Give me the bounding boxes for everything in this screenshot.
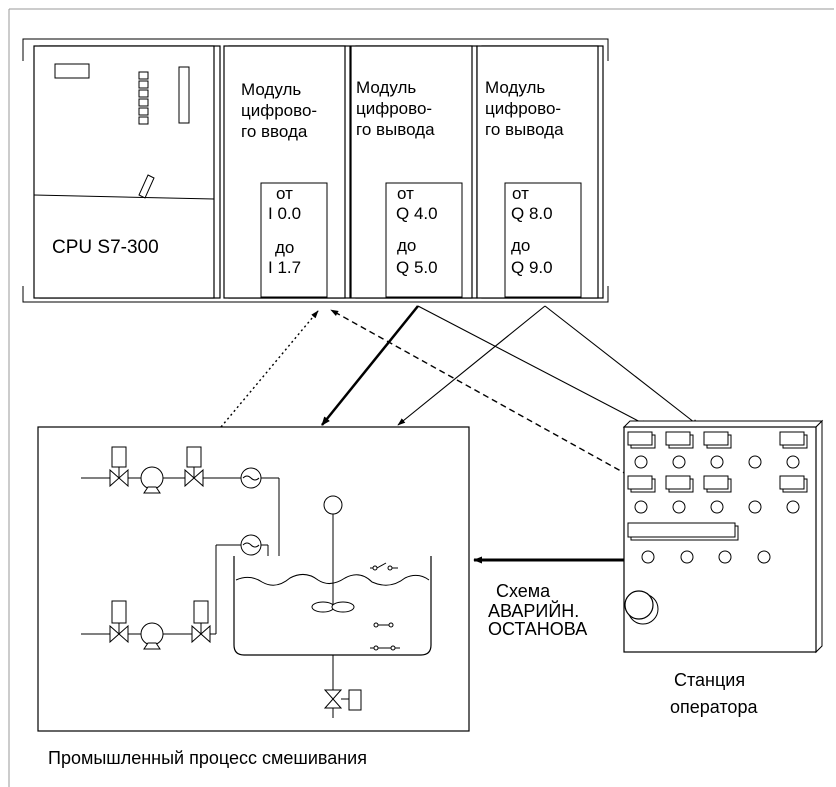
emergency-stop-label-line: АВАРИЙН. [488, 600, 579, 621]
digital-output-module-2: Модуль цифрово- го вывода от Q 8.0 до Q … [476, 45, 604, 299]
range-from-address: I 0.0 [268, 204, 301, 223]
process-caption: Промышленный процесс смешивания [48, 748, 367, 768]
pump-icon [140, 466, 164, 490]
indicator-row-2 [627, 475, 808, 493]
module-title-line: Модуль [356, 78, 416, 97]
plc-rack: CPU S7-300 Модуль цифрово- го ввода от I… [22, 38, 609, 303]
operator-to-input-arrow [330, 309, 638, 481]
mixing-tank [233, 495, 432, 718]
range-to-label: до [275, 238, 294, 257]
cpu-label: CPU S7-300 [52, 237, 159, 258]
module-title-line: цифрово- [356, 99, 432, 118]
mixer-motor-icon [323, 495, 343, 515]
display-panel [627, 522, 739, 541]
valve-actuator-icon [111, 600, 127, 624]
emergency-stop-label-line: ОСТАНОВА [488, 619, 587, 639]
agitator-icon [311, 601, 355, 613]
output-module-1-to-process-arrow [321, 305, 419, 426]
drain-valve-icon [323, 689, 343, 709]
range-to-label: до [397, 236, 416, 255]
valve-actuator-icon [193, 600, 209, 624]
process-to-input-arrow [220, 310, 319, 428]
page-frame [8, 8, 834, 787]
button-row-3 [641, 550, 771, 564]
cpu-module: CPU S7-300 [33, 45, 221, 299]
range-to-address: Q 9.0 [511, 258, 553, 277]
module-title-line: го вывода [356, 120, 435, 139]
signal-connections [220, 305, 700, 564]
valve-actuator-icon [186, 446, 202, 468]
operator-station: Станция оператора [622, 419, 824, 717]
output-module-2-to-process-arrow [397, 305, 546, 426]
operator-station-caption-line: Станция [674, 670, 745, 690]
output-module-1-to-operator-arrow [417, 305, 649, 427]
module-title-line: Модуль [485, 78, 545, 97]
range-from-label: от [512, 184, 529, 203]
valve-actuator-icon [348, 689, 362, 711]
range-to-address: Q 5.0 [396, 258, 438, 277]
module-title-line: цифрово- [241, 101, 317, 120]
module-title-line: цифрово- [485, 99, 561, 118]
emergency-stop-button-icon [624, 590, 659, 625]
button-row-2 [634, 500, 800, 514]
module-title-line: го ввода [241, 122, 308, 141]
pump-icon [140, 622, 164, 646]
level-switch-icon [373, 622, 394, 628]
digital-output-module-1: Модуль цифрово- го вывода от Q 4.0 до Q … [350, 45, 478, 299]
emergency-stop-label: Схема АВАРИЙН. ОСТАНОВА [488, 581, 587, 639]
upper-feed-line [81, 446, 280, 556]
button-row-1 [634, 455, 800, 469]
range-from-label: от [276, 184, 293, 203]
level-switch-icon [370, 562, 398, 571]
module-title-line: го вывода [485, 120, 564, 139]
operator-station-caption-line: оператора [670, 697, 758, 717]
range-from-address: Q 8.0 [511, 204, 553, 223]
digital-input-module: Модуль цифрово- го ввода от I 0.0 до I 1… [223, 45, 351, 299]
indicator-row-1 [627, 431, 808, 449]
module-title-line: Модуль [241, 80, 301, 99]
range-from-label: от [397, 184, 414, 203]
range-to-address: I 1.7 [268, 258, 301, 277]
lower-feed-line [81, 534, 269, 650]
level-switch-icon [370, 645, 400, 651]
range-from-address: Q 4.0 [396, 204, 438, 223]
range-to-label: до [511, 236, 530, 255]
mode-key-icon [138, 174, 155, 199]
mixing-process: Промышленный процесс смешивания [37, 426, 470, 768]
emergency-stop-label-line: Схема [496, 581, 551, 601]
output-module-2-to-operator-arrow [544, 305, 700, 427]
led-column [138, 71, 149, 125]
valve-actuator-icon [111, 446, 127, 468]
